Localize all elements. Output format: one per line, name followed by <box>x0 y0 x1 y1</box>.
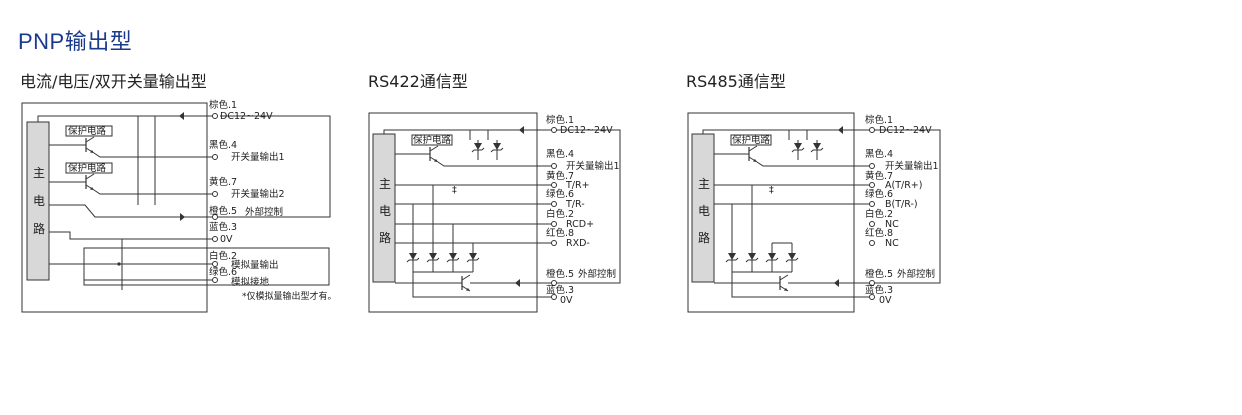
svg-text:开关量输出1: 开关量输出1 <box>231 151 285 163</box>
transistor-icon <box>85 136 95 154</box>
diagram-rs485: 主 电 路 保护电路 ‡ <box>687 112 941 313</box>
svg-text:绿色.6: 绿色.6 <box>546 188 574 200</box>
svg-text:‡: ‡ <box>452 185 457 196</box>
svg-text:白色.2: 白色.2 <box>209 250 237 262</box>
svg-text:路: 路 <box>379 230 391 245</box>
svg-text:绿色.6: 绿色.6 <box>209 266 237 278</box>
svg-text:黄色.7: 黄色.7 <box>209 176 237 188</box>
svg-text:DC12~24V: DC12~24V <box>879 125 932 136</box>
svg-text:DC12~24V: DC12~24V <box>220 111 273 122</box>
svg-text:白色.2: 白色.2 <box>865 208 893 220</box>
svg-text:保护电路: 保护电路 <box>732 134 771 146</box>
section-title-analog: 电流/电压/双开关量输出型 <box>20 72 207 91</box>
svg-text:DC12~24V: DC12~24V <box>560 125 613 136</box>
main-circuit-label-3: 路 <box>33 221 45 236</box>
svg-text:开关量输出1: 开关量输出1 <box>885 160 939 172</box>
svg-text:外部控制: 外部控制 <box>578 268 616 280</box>
wire-supply <box>37 115 213 122</box>
svg-text:电: 电 <box>698 204 710 218</box>
svg-text:橙色.5: 橙色.5 <box>209 205 237 217</box>
svg-text:开关量输出2: 开关量输出2 <box>231 188 285 200</box>
svg-text:T/R+: T/R+ <box>565 180 590 191</box>
svg-text:白色.2: 白色.2 <box>546 208 574 220</box>
svg-text:黄色.7: 黄色.7 <box>865 170 893 182</box>
main-circuit-label-1: 主 <box>33 166 45 180</box>
svg-text:路: 路 <box>698 230 710 245</box>
svg-text:红色.8: 红色.8 <box>865 227 893 239</box>
protect-label-2: 保护电路 <box>68 162 107 174</box>
svg-text:RXD-: RXD- <box>566 238 590 249</box>
svg-text:黑色.4: 黑色.4 <box>209 139 237 151</box>
svg-text:红色.8: 红色.8 <box>546 227 574 239</box>
svg-text:蓝色.3: 蓝色.3 <box>865 284 893 296</box>
svg-text:0V: 0V <box>220 234 233 245</box>
svg-text:保护电路: 保护电路 <box>413 134 452 146</box>
svg-text:蓝色.3: 蓝色.3 <box>546 284 574 296</box>
svg-text:B(T/R-): B(T/R-) <box>885 199 918 210</box>
transistor-icon <box>85 173 95 191</box>
svg-text:棕色.1: 棕色.1 <box>546 114 574 126</box>
svg-text:黄色.7: 黄色.7 <box>546 170 574 182</box>
protect-label-1: 保护电路 <box>68 125 107 137</box>
section-title-rs422: RS422通信型 <box>368 72 468 91</box>
page-title: PNP输出型 <box>18 29 133 54</box>
svg-text:黑色.4: 黑色.4 <box>546 148 574 160</box>
svg-text:模拟量输出: 模拟量输出 <box>231 259 279 271</box>
svg-text:A(T/R+): A(T/R+) <box>885 180 922 191</box>
svg-text:NC: NC <box>885 238 899 249</box>
svg-text:橙色.5: 橙色.5 <box>865 268 893 280</box>
svg-text:绿色.6: 绿色.6 <box>865 188 893 200</box>
svg-text:0V: 0V <box>560 295 573 306</box>
svg-text:NC: NC <box>885 219 899 230</box>
section-title-rs485: RS485通信型 <box>686 72 786 91</box>
svg-text:黑色.4: 黑色.4 <box>865 148 893 160</box>
svg-text:橙色.5: 橙色.5 <box>546 268 574 280</box>
svg-text:开关量输出1: 开关量输出1 <box>566 160 620 172</box>
svg-text:‡: ‡ <box>769 185 774 196</box>
svg-text:棕色.1: 棕色.1 <box>209 99 237 111</box>
svg-text:外部控制: 外部控制 <box>897 268 935 280</box>
svg-text:RCD+: RCD+ <box>566 219 594 230</box>
svg-text:棕色.1: 棕色.1 <box>865 114 893 126</box>
svg-text:主: 主 <box>698 177 710 191</box>
diode-icon <box>179 112 184 120</box>
svg-text:蓝色.3: 蓝色.3 <box>209 221 237 233</box>
svg-text:外部控制: 外部控制 <box>245 206 283 218</box>
svg-text:主: 主 <box>379 177 391 191</box>
diagram-analog: 主 电 路 保护电路 保护电路 <box>21 99 337 313</box>
main-circuit-label-2: 电 <box>33 194 45 208</box>
diagram-rs422: 主 电 路 保护电路 ‡ <box>368 112 621 313</box>
svg-text:电: 电 <box>379 204 391 218</box>
svg-text:模拟接地: 模拟接地 <box>231 276 270 288</box>
outer-frame <box>21 102 208 313</box>
svg-text:0V: 0V <box>879 295 892 306</box>
footnote: *仅模拟量输出型才有。 <box>242 290 337 302</box>
svg-text:T/R-: T/R- <box>565 199 585 210</box>
